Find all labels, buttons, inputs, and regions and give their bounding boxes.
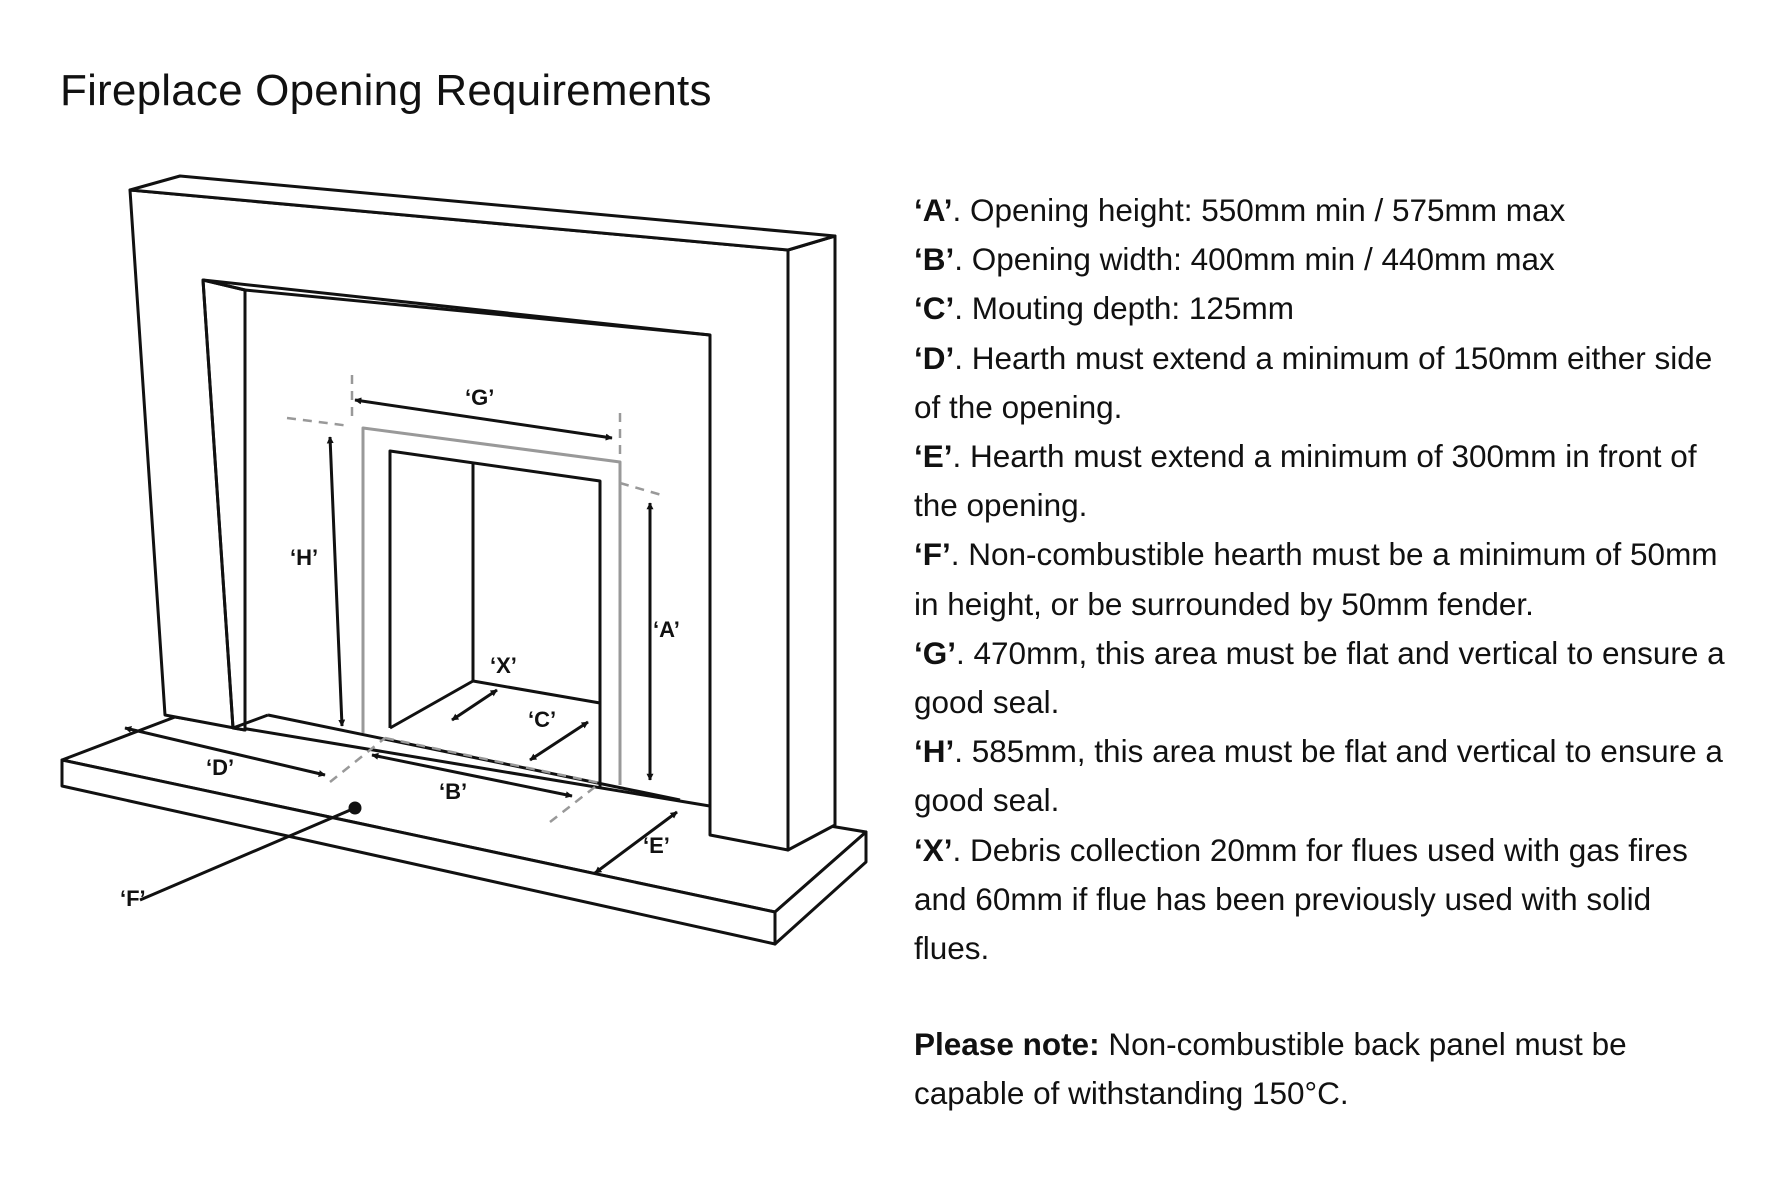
spec-item-d: ‘D’. Hearth must extend a minimum of 150… — [914, 334, 1734, 432]
spec-item-g: ‘G’. 470mm, this area must be flat and v… — [914, 629, 1734, 727]
surround-frame — [128, 174, 837, 852]
label-c: ‘C’ — [528, 707, 556, 732]
spec-key: ‘B’ — [914, 241, 955, 278]
note-label: Please note: — [914, 1026, 1100, 1062]
spec-key: ‘H’ — [914, 733, 955, 770]
spec-text: . Non-combustible hearth must be a minim… — [914, 536, 1718, 622]
spec-text: . Hearth must extend a minimum of 150mm … — [914, 339, 1713, 425]
opening-recess — [201, 278, 711, 802]
label-d: ‘D’ — [206, 755, 234, 780]
spec-item-h: ‘H’. 585mm, this area must be flat and v… — [914, 727, 1734, 825]
seal-area — [361, 426, 622, 785]
spec-text: . Opening width: 400mm min / 440mm max — [954, 241, 1555, 278]
spec-item-x: ‘X’. Debris collection 20mm for flues us… — [914, 826, 1734, 974]
spec-item-b: ‘B’. Opening width: 400mm min / 440mm ma… — [914, 235, 1734, 284]
note-text: Non-combustible back panel must be capab… — [914, 1026, 1627, 1112]
hearth-point-marker — [348, 801, 362, 815]
spec-key: ‘G’ — [914, 634, 957, 671]
spec-text: . 585mm, this area must be flat and vert… — [914, 733, 1723, 819]
spec-key: ‘X’ — [914, 831, 953, 868]
label-x: ‘X’ — [490, 653, 517, 678]
label-e: ‘E’ — [643, 833, 670, 858]
spec-text: . Debris collection 20mm for flues used … — [914, 831, 1688, 967]
spec-item-c: ‘C’. Mouting depth: 125mm — [914, 284, 1734, 333]
spec-text: . Opening height: 550mm min / 575mm max — [952, 192, 1566, 228]
spec-key: ‘D’ — [914, 339, 955, 376]
spec-key: ‘F’ — [914, 536, 951, 573]
spec-key: ‘E’ — [914, 438, 953, 475]
dimension-arrows — [124, 397, 678, 902]
spec-item-e: ‘E’. Hearth must extend a minimum of 300… — [914, 432, 1734, 530]
spec-key: ‘C’ — [914, 290, 955, 327]
page-title: Fireplace Opening Requirements — [60, 66, 712, 115]
label-g: ‘G’ — [465, 385, 494, 410]
please-note: Please note: Non-combustible back panel … — [914, 1020, 1734, 1118]
spec-list: ‘A’. Opening height: 550mm min / 575mm m… — [914, 186, 1734, 973]
label-a: ‘A’ — [653, 617, 680, 642]
label-f: ‘F’ — [120, 886, 146, 911]
label-b: ‘B’ — [439, 779, 467, 804]
spec-text: . 470mm, this area must be flat and vert… — [914, 634, 1725, 721]
fireplace-diagram: ‘G’ ‘H’ ‘A’ ‘X’ ‘C’ ‘D’ ‘B’ ‘E’ ‘F’ — [60, 174, 868, 946]
spec-key: ‘A’ — [914, 192, 953, 228]
spec-item-a: ‘A’. Opening height: 550mm min / 575mm m… — [914, 186, 1734, 235]
spec-text: . Hearth must extend a minimum of 300mm … — [914, 438, 1697, 524]
spec-item-f: ‘F’. Non-combustible hearth must be a mi… — [914, 530, 1734, 628]
spec-text: . Mouting depth: 125mm — [954, 290, 1294, 327]
label-h: ‘H’ — [290, 545, 318, 570]
